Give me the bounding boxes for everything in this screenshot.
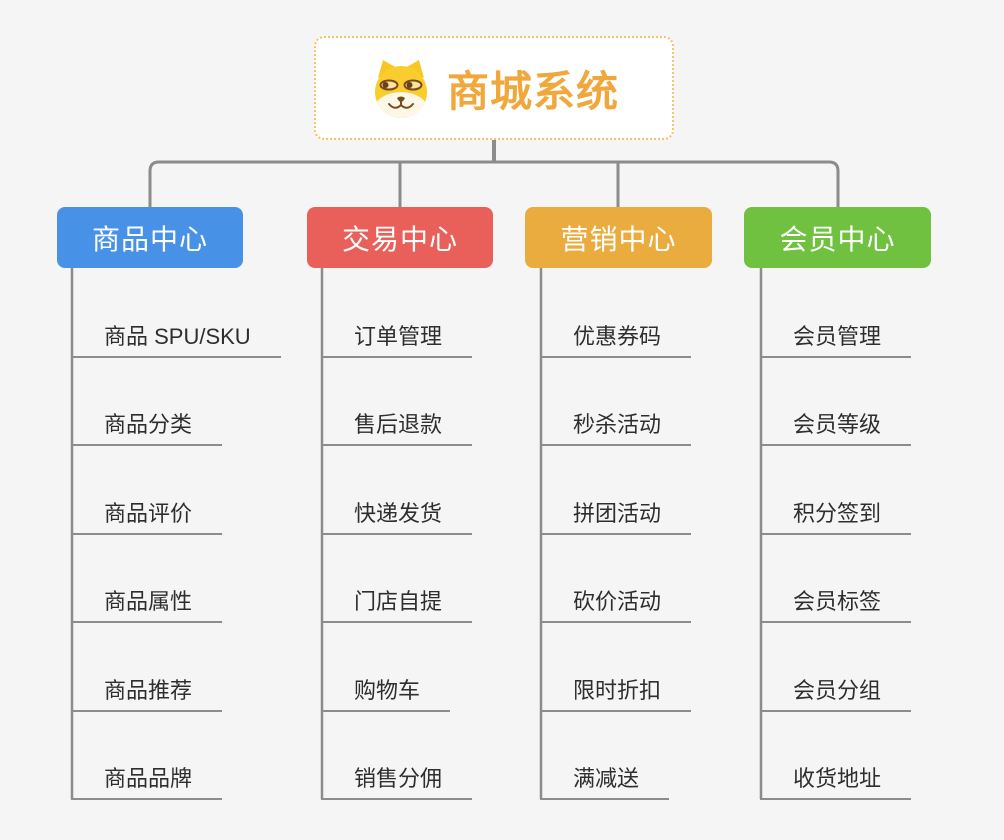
branch-item[interactable]: 满减送 [540,766,670,800]
branch-item[interactable]: 会员标签 [760,589,912,623]
branch-item[interactable]: 商品推荐 [71,678,223,712]
branch-item[interactable]: 订单管理 [321,324,473,358]
branch-item[interactable]: 秒杀活动 [540,412,692,446]
branch-item[interactable]: 优惠券码 [540,324,692,358]
branch-item[interactable]: 商品属性 [71,589,223,623]
branch-item[interactable]: 积分签到 [760,501,912,535]
root-title: 商城系统 [446,67,619,115]
branch-item[interactable]: 会员分组 [760,678,912,712]
doge-icon [374,60,427,118]
root-node[interactable]: 商城系统 [314,36,674,140]
branch-item[interactable]: 商品分类 [71,412,223,446]
branch-item[interactable]: 限时折扣 [540,678,692,712]
branch-header-member[interactable]: 会员中心 [744,207,931,268]
branch-item[interactable]: 商品 SPU/SKU [71,324,281,358]
branch-header-marketing[interactable]: 营销中心 [525,207,712,268]
branch-item[interactable]: 销售分佣 [321,766,473,800]
branch-item[interactable]: 会员管理 [760,324,912,358]
branch-item[interactable]: 收货地址 [760,766,912,800]
branch-item[interactable]: 门店自提 [321,589,473,623]
branch-item[interactable]: 商品品牌 [71,766,223,800]
branch-item[interactable]: 商品评价 [71,501,223,535]
branch-item[interactable]: 快递发货 [321,501,473,535]
branch-header-product[interactable]: 商品中心 [57,207,243,268]
branch-item[interactable]: 砍价活动 [540,589,692,623]
branch-header-trade[interactable]: 交易中心 [307,207,493,268]
branch-item[interactable]: 售后退款 [321,412,473,446]
branch-item[interactable]: 拼团活动 [540,501,692,535]
branch-item[interactable]: 购物车 [321,678,451,712]
branch-item[interactable]: 会员等级 [760,412,912,446]
